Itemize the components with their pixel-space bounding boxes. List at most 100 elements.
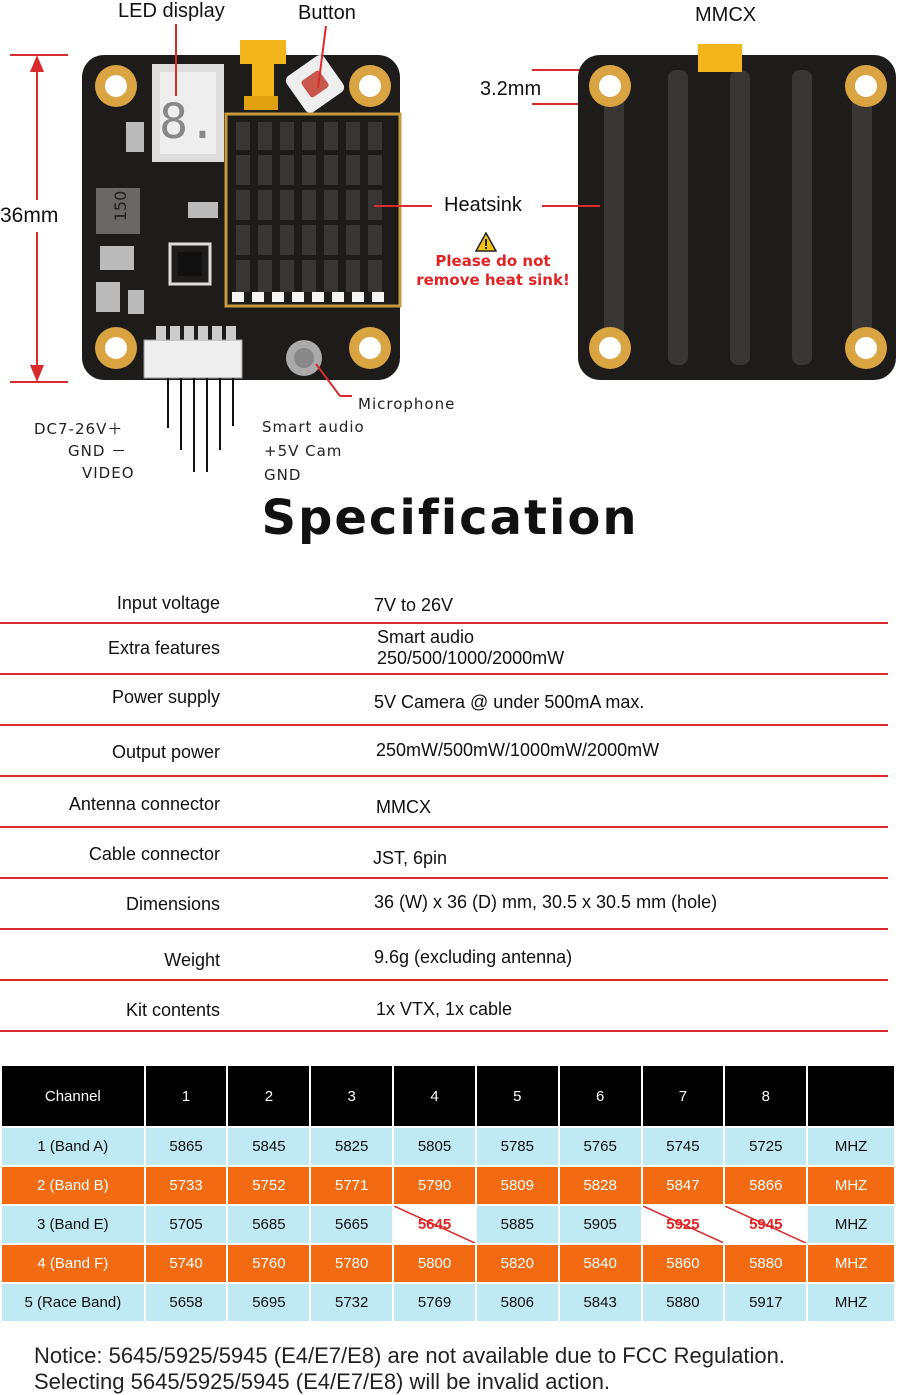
heatsink-warning: Please do not remove heat sink! xyxy=(416,252,570,289)
freq-cell: 5725 xyxy=(723,1126,809,1167)
spec-row: Cable connector JST, 6pin xyxy=(0,826,888,879)
vtx-back-board xyxy=(532,44,896,380)
spec-title: Specification xyxy=(261,490,639,546)
freq-band-name: 4 (Band F) xyxy=(0,1243,146,1284)
freq-cell: 5917 xyxy=(723,1282,809,1323)
freq-cell: 5740 xyxy=(143,1243,229,1284)
freq-cell: 5732 xyxy=(309,1282,395,1323)
freq-header-cell: 4 xyxy=(392,1064,477,1128)
notice-line-1: Notice: 5645/5925/5945 (E4/E7/E8) are no… xyxy=(34,1343,785,1368)
freq-header-row: Channel 1 2 3 4 5 6 7 8 xyxy=(0,1064,896,1128)
freq-band-name: 2 (Band B) xyxy=(0,1165,146,1206)
freq-cell: 5665 xyxy=(309,1204,395,1245)
pin-gnd-right: GND xyxy=(264,466,302,484)
spec-key: Kit contents xyxy=(125,1000,220,1020)
freq-cell: 5843 xyxy=(557,1282,643,1323)
freq-cell: 5745 xyxy=(640,1126,726,1167)
freq-unit: MHZ xyxy=(806,1204,896,1245)
spec-value: 1x VTX, 1x cable xyxy=(376,999,513,1019)
spec-row: Kit contents 1x VTX, 1x cable xyxy=(0,979,888,1032)
freq-row-band-a: 1 (Band A) 5865 5845 5825 5805 5785 5765… xyxy=(0,1126,896,1167)
freq-cell: 5845 xyxy=(226,1126,312,1167)
freq-cell: 5760 xyxy=(226,1243,312,1284)
spec-key: Antenna connector xyxy=(68,794,220,814)
hole-size-label: 3.2mm xyxy=(480,78,542,100)
freq-header-cell: 3 xyxy=(309,1064,395,1128)
spec-value: 9.6g (excluding antenna) xyxy=(374,947,573,967)
pin-5v-cam: +5V Cam xyxy=(264,442,343,460)
freq-value-invalid: 5645 xyxy=(417,1216,452,1233)
spec-key: Power supply xyxy=(111,687,220,707)
freq-row-race-band: 5 (Race Band) 5658 5695 5732 5769 5806 5… xyxy=(0,1282,896,1323)
spec-key: Output power xyxy=(111,742,220,762)
frequency-table: Channel 1 2 3 4 5 6 7 8 1 (Band A) 5865 … xyxy=(0,1064,896,1323)
freq-cell: 5771 xyxy=(309,1165,395,1206)
freq-cell: 5805 xyxy=(392,1126,477,1167)
freq-cell: 5840 xyxy=(557,1243,643,1284)
microphone-label: Microphone xyxy=(358,395,456,413)
freq-cell: 5780 xyxy=(309,1243,395,1284)
spec-row: Input voltage 7V to 26V xyxy=(0,571,888,624)
spec-row: Power supply 5V Camera @ under 500mA max… xyxy=(0,673,888,726)
freq-cell: 5820 xyxy=(474,1243,560,1284)
dimension-label: 36mm xyxy=(0,204,59,227)
spec-value: JST, 6pin xyxy=(373,848,448,868)
freq-cell: 5905 xyxy=(557,1204,643,1245)
freq-unit: MHZ xyxy=(806,1126,896,1167)
notice-line-2: Selecting 5645/5925/5945 (E4/E7/E8) will… xyxy=(34,1369,611,1394)
freq-cell: 5752 xyxy=(226,1165,312,1206)
spec-key: Dimensions xyxy=(125,894,220,914)
freq-cell: 5847 xyxy=(640,1165,726,1206)
button-label: Button xyxy=(298,2,356,24)
freq-value-invalid: 5925 xyxy=(666,1216,700,1233)
fcc-notice: Notice: 5645/5925/5945 (E4/E7/E8) are no… xyxy=(34,1343,785,1395)
freq-header-cell: Channel xyxy=(0,1064,146,1128)
spec-value: Smart audio xyxy=(377,627,475,647)
inductor-label: 150 xyxy=(111,191,130,222)
strike-line xyxy=(725,1206,807,1243)
freq-header-cell: 6 xyxy=(557,1064,643,1128)
spec-value: 36 (W) x 36 (D) mm, 30.5 x 30.5 mm (hole… xyxy=(374,892,718,912)
spec-key: Extra features xyxy=(107,638,220,658)
freq-cell: 5765 xyxy=(557,1126,643,1167)
mmcx-label: MMCX xyxy=(695,4,757,26)
freq-cell: 5790 xyxy=(392,1165,477,1206)
freq-cell: 5828 xyxy=(557,1165,643,1206)
freq-header-cell: 2 xyxy=(226,1064,312,1128)
spec-key: Weight xyxy=(164,950,220,970)
wire-lines xyxy=(167,400,234,472)
freq-unit: MHZ xyxy=(806,1282,896,1323)
spec-value: 5V Camera @ under 500mA max. xyxy=(374,692,645,712)
freq-cell: 5809 xyxy=(474,1165,560,1206)
freq-cell: 5880 xyxy=(723,1243,809,1284)
led-digit: 8. xyxy=(159,94,217,150)
warning-icon xyxy=(475,232,497,252)
freq-cell: 5658 xyxy=(143,1282,229,1323)
freq-value-invalid: 5945 xyxy=(749,1216,783,1233)
freq-cell: 5885 xyxy=(474,1204,560,1245)
freq-header-cell: 8 xyxy=(723,1064,809,1128)
freq-row-band-e: 3 (Band E) 5705 5685 5665 5645 5885 5905… xyxy=(0,1204,896,1245)
strike-line xyxy=(642,1206,724,1243)
vtx-front-board: 8. 150 xyxy=(10,24,432,400)
freq-cell: 5685 xyxy=(226,1204,312,1245)
spec-value: MMCX xyxy=(376,797,431,817)
freq-cell: 5769 xyxy=(392,1282,477,1323)
pin-video: VIDEO xyxy=(82,464,135,482)
spec-value-line2: 250/500/1000/2000mW xyxy=(377,648,565,668)
spec-row: Weight 9.6g (excluding antenna) xyxy=(0,928,888,981)
strike-line xyxy=(394,1206,475,1243)
freq-header-cell: 7 xyxy=(640,1064,726,1128)
freq-cell-invalid: 5645 xyxy=(392,1204,477,1245)
freq-band-name: 5 (Race Band) xyxy=(0,1282,146,1323)
freq-band-name: 1 (Band A) xyxy=(0,1126,146,1167)
freq-row-band-f: 4 (Band F) 5740 5760 5780 5800 5820 5840… xyxy=(0,1243,896,1284)
freq-band-name: 3 (Band E) xyxy=(0,1204,146,1245)
freq-cell: 5800 xyxy=(392,1243,477,1284)
freq-cell: 5860 xyxy=(640,1243,726,1284)
led-display-label: LED display xyxy=(118,0,225,22)
spec-value: 7V to 26V xyxy=(374,595,454,615)
spec-row: Antenna connector MMCX xyxy=(0,775,888,828)
freq-header-cell xyxy=(806,1064,896,1128)
pin-smart-audio: Smart audio xyxy=(262,418,365,436)
